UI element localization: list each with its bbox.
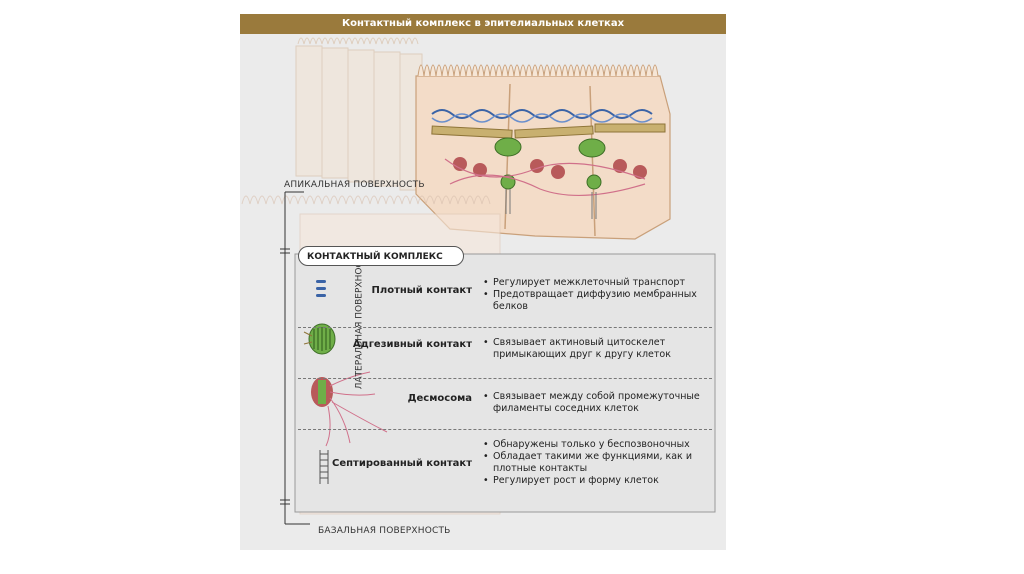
background-cells xyxy=(295,37,423,191)
junction-name: Адгезивный контакт xyxy=(352,339,472,350)
septate-junction-icon xyxy=(319,450,329,484)
row-divider xyxy=(298,378,712,379)
junction-description: •Регулирует межклеточный транспорт •Пред… xyxy=(483,277,697,312)
adherens-junction-icon xyxy=(303,323,336,355)
junction-description: •Связывает актиновый цитоскелет примыкаю… xyxy=(483,337,671,360)
epithelium-illustration xyxy=(241,37,716,525)
junction-name: Десмосома xyxy=(407,393,472,404)
diagram-figure: Контактный комплекс в эпителиальных клет… xyxy=(240,14,726,550)
apical-surface-label: АПИКАЛЬНАЯ ПОВЕРХНОСТЬ xyxy=(284,180,425,190)
junction-name: Септированный контакт xyxy=(332,458,472,469)
contact-complex-panel: КОНТАКТНЫЙ КОМПЛЕКС Плотный контакт •Рег… xyxy=(298,246,712,509)
tight-junction-icon xyxy=(316,280,326,297)
complex-panel-bg xyxy=(294,253,716,513)
row-divider xyxy=(298,327,712,328)
surface-brackets xyxy=(280,191,310,525)
junction-description: •Связывает между собой промежуточные фил… xyxy=(483,391,700,414)
complex-header: КОНТАКТНЫЙ КОМПЛЕКС xyxy=(298,246,464,266)
cell-block xyxy=(415,64,671,240)
figure-title: Контактный комплекс в эпителиальных клет… xyxy=(240,14,726,34)
desmosome-icon xyxy=(311,371,388,447)
junction-name: Плотный контакт xyxy=(371,285,473,296)
junction-description: •Обнаружены только у беспозвоночных •Обл… xyxy=(483,439,692,486)
basal-surface-label: БАЗАЛЬНАЯ ПОВЕРХНОСТЬ xyxy=(318,526,451,536)
row-divider xyxy=(298,429,712,430)
